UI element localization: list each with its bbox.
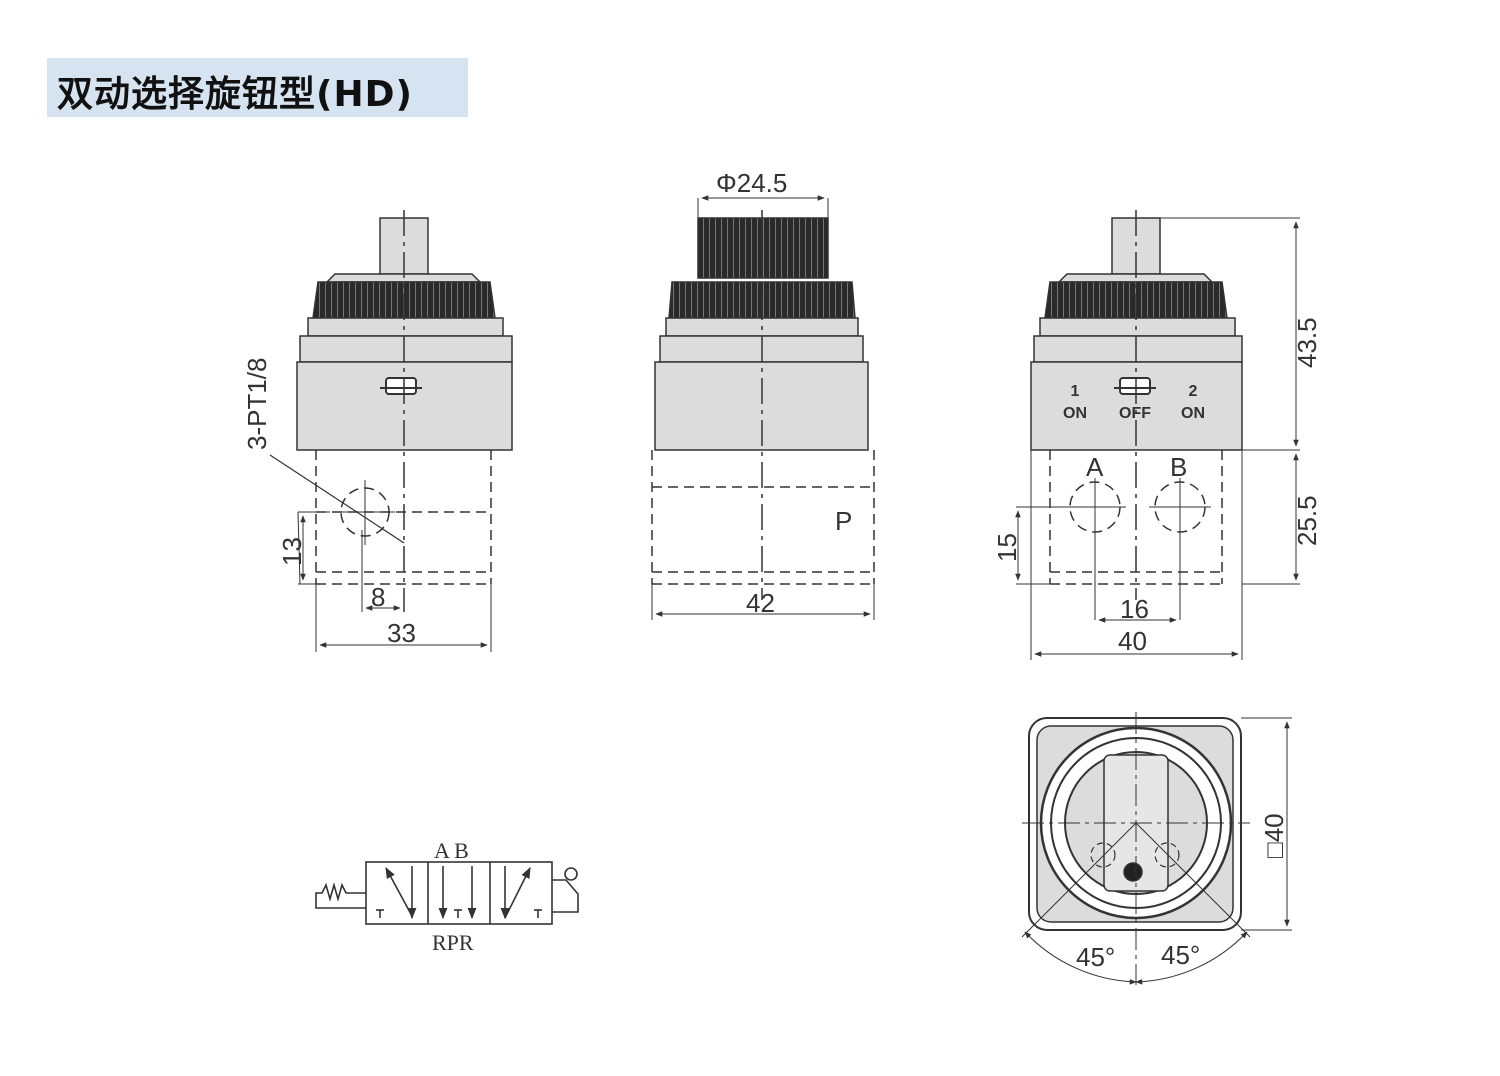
symbol-bottom-ports: RPR (432, 930, 474, 955)
pos-off-state: OFF (1119, 405, 1151, 422)
square-dim: □40 (1259, 813, 1289, 858)
middle-port-label: P (835, 506, 852, 536)
page-title: 双动选择旋钮型(HD) (57, 74, 413, 115)
left-view (269, 210, 513, 652)
port-a-label: A (1086, 452, 1104, 482)
pos1-num: 1 (1071, 383, 1080, 400)
left-width-dim: 33 (387, 618, 416, 648)
middle-width-dim: 42 (746, 588, 775, 618)
top-view (1021, 712, 1292, 985)
valve-symbol (315, 861, 579, 925)
pos1-state: ON (1063, 405, 1087, 422)
middle-top-knob (697, 217, 829, 279)
angle-left-dim: 45° (1076, 942, 1115, 972)
title-banner: 双动选择旋钮型(HD) (47, 58, 468, 117)
pos2-num: 2 (1189, 383, 1198, 400)
diameter-dim: Φ24.5 (716, 168, 787, 198)
base-height-dim: 25.5 (1292, 495, 1322, 546)
angle-right-dim: 45° (1161, 940, 1200, 970)
position-labels: 1 ON OFF 2 ON (1063, 383, 1205, 422)
port-spacing-dim: 16 (1120, 594, 1149, 624)
right-width-dim: 40 (1118, 626, 1147, 656)
pos2-state: ON (1181, 405, 1205, 422)
port-size-label: 3-PT1/8 (242, 358, 272, 451)
left-height-dim: 13 (277, 537, 307, 566)
middle-view (651, 195, 875, 620)
total-height-dim: 43.5 (1292, 317, 1322, 368)
left-offset-dim: 8 (371, 582, 385, 612)
symbol-top-ports: A B (434, 838, 469, 863)
port-b-label: B (1170, 452, 1187, 482)
right-view (1015, 210, 1300, 660)
port-height-dim: 15 (992, 533, 1022, 562)
